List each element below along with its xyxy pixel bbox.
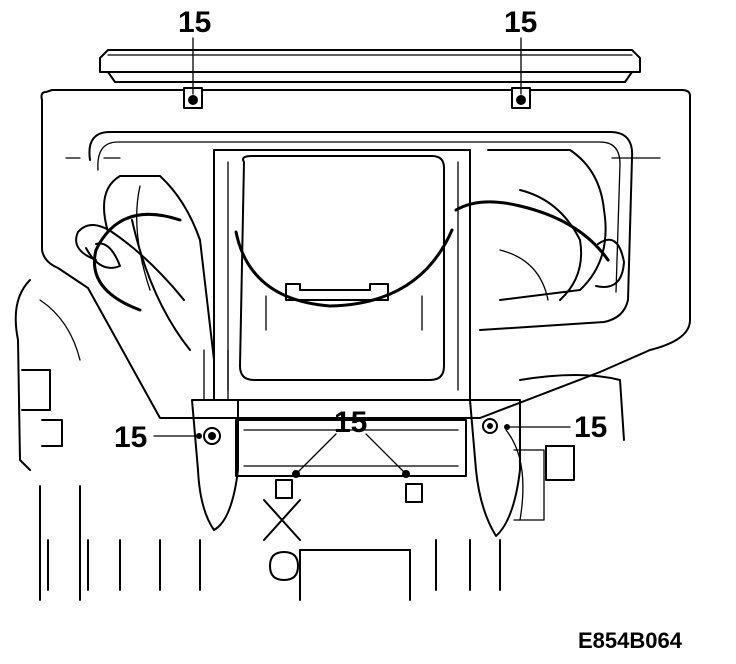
- left-outer-ducting: [14, 279, 81, 471]
- leader-lines: [153, 37, 571, 475]
- left-bracket: [191, 349, 239, 531]
- leader-center-right: [365, 433, 407, 475]
- heater-housing: [40, 89, 691, 419]
- fastener-top-left: [183, 87, 203, 109]
- callout-mid-left: 15: [114, 421, 147, 454]
- figure-id: E854B064: [578, 628, 683, 653]
- lower-duct: [235, 419, 467, 503]
- fastener-mid-right: [482, 418, 510, 434]
- callout-top-left: 15: [178, 6, 211, 39]
- fasteners: [183, 87, 531, 478]
- fastener-top-right: [511, 87, 531, 109]
- right-bracket: [469, 399, 545, 537]
- callout-mid-right: 15: [574, 411, 607, 444]
- right-outer-ducting: [519, 374, 625, 481]
- callout-center: 15: [334, 406, 367, 439]
- left-blower-scroll: [75, 175, 215, 361]
- top-mounting-rail: [99, 49, 641, 83]
- filter-frame: [213, 149, 471, 401]
- right-blower-scroll: [454, 149, 625, 301]
- leader-center-left: [295, 433, 337, 475]
- callout-top-right: 15: [504, 6, 537, 39]
- base-frame: [39, 485, 501, 601]
- fastener-mid-left: [196, 427, 221, 445]
